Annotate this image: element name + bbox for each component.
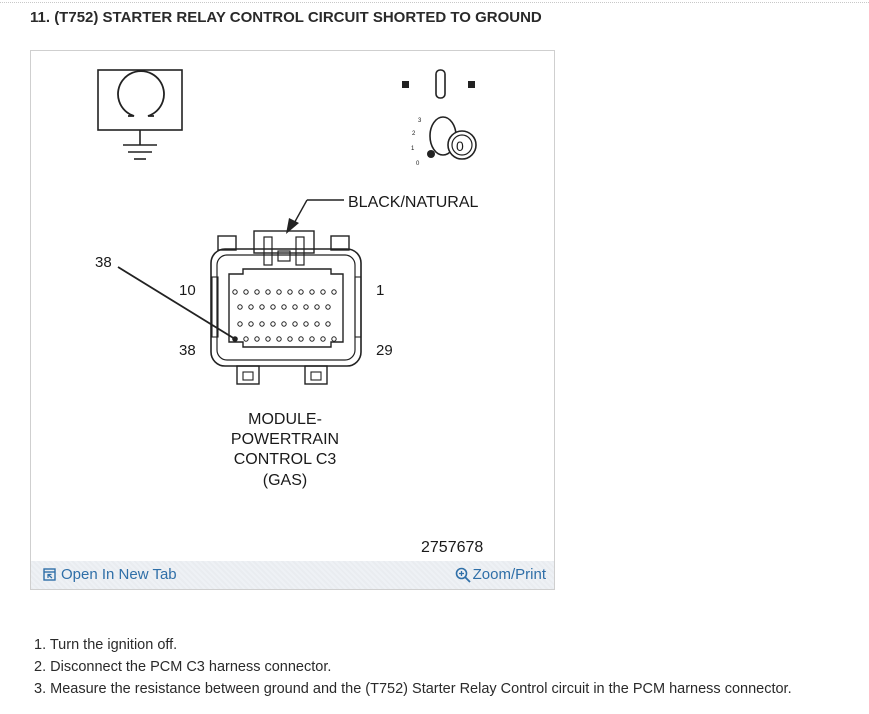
instruction-steps: 1. Turn the ignition off. 2. Disconnect … xyxy=(34,634,792,700)
pin-38-callout: 38 xyxy=(95,254,112,271)
open-new-tab-icon xyxy=(43,568,56,581)
pcm-connector-diagram: 3 2 1 0 0 BLACK/NATURAL xyxy=(95,69,483,556)
svg-text:(GAS): (GAS) xyxy=(263,472,307,489)
ignition-position-2: 2 xyxy=(412,131,416,137)
disconnect-icon xyxy=(402,69,475,99)
pcm-c3-connector xyxy=(210,230,362,385)
svg-text:CONTROL C3: CONTROL C3 xyxy=(234,451,337,468)
pin-38-label: 38 xyxy=(179,342,196,359)
pin-1-label: 1 xyxy=(376,282,384,299)
figure-footer: Open In New Tab Zoom/Print xyxy=(31,561,554,589)
open-in-new-tab-label: Open In New Tab xyxy=(61,566,177,583)
ignition-key-label: 0 xyxy=(456,138,464,154)
diagram-figure: 3 2 1 0 0 BLACK/NATURAL xyxy=(30,50,555,590)
step-item: 3. Measure the resistance between ground… xyxy=(34,681,792,697)
ignition-position-3: 3 xyxy=(418,118,422,124)
zoom-print-label: Zoom/Print xyxy=(472,566,546,583)
zoom-print-link[interactable]: Zoom/Print xyxy=(455,566,546,583)
ignition-position-0: 0 xyxy=(416,161,420,167)
step-item: 1. Turn the ignition off. xyxy=(34,637,178,653)
pin-29-label: 29 xyxy=(376,342,393,359)
top-divider xyxy=(0,2,869,3)
figure-id: 2757678 xyxy=(421,539,483,556)
ohmmeter-icon xyxy=(97,69,183,160)
ignition-key-icon: 3 2 1 0 0 xyxy=(411,116,477,167)
ignition-position-1: 1 xyxy=(411,146,415,152)
svg-text:POWERTRAIN: POWERTRAIN xyxy=(231,431,339,448)
step-title: 11. (T752) STARTER RELAY CONTROL CIRCUIT… xyxy=(30,9,542,26)
svg-text:MODULE-: MODULE- xyxy=(248,411,322,428)
zoom-icon xyxy=(455,567,471,583)
open-in-new-tab-link[interactable]: Open In New Tab xyxy=(43,566,177,583)
connector-color-label: BLACK/NATURAL xyxy=(348,194,479,211)
pin-10-label: 10 xyxy=(179,282,196,299)
step-item: 2. Disconnect the PCM C3 harness connect… xyxy=(34,659,332,675)
module-label: MODULE- POWERTRAIN CONTROL C3 (GAS) xyxy=(231,411,339,489)
